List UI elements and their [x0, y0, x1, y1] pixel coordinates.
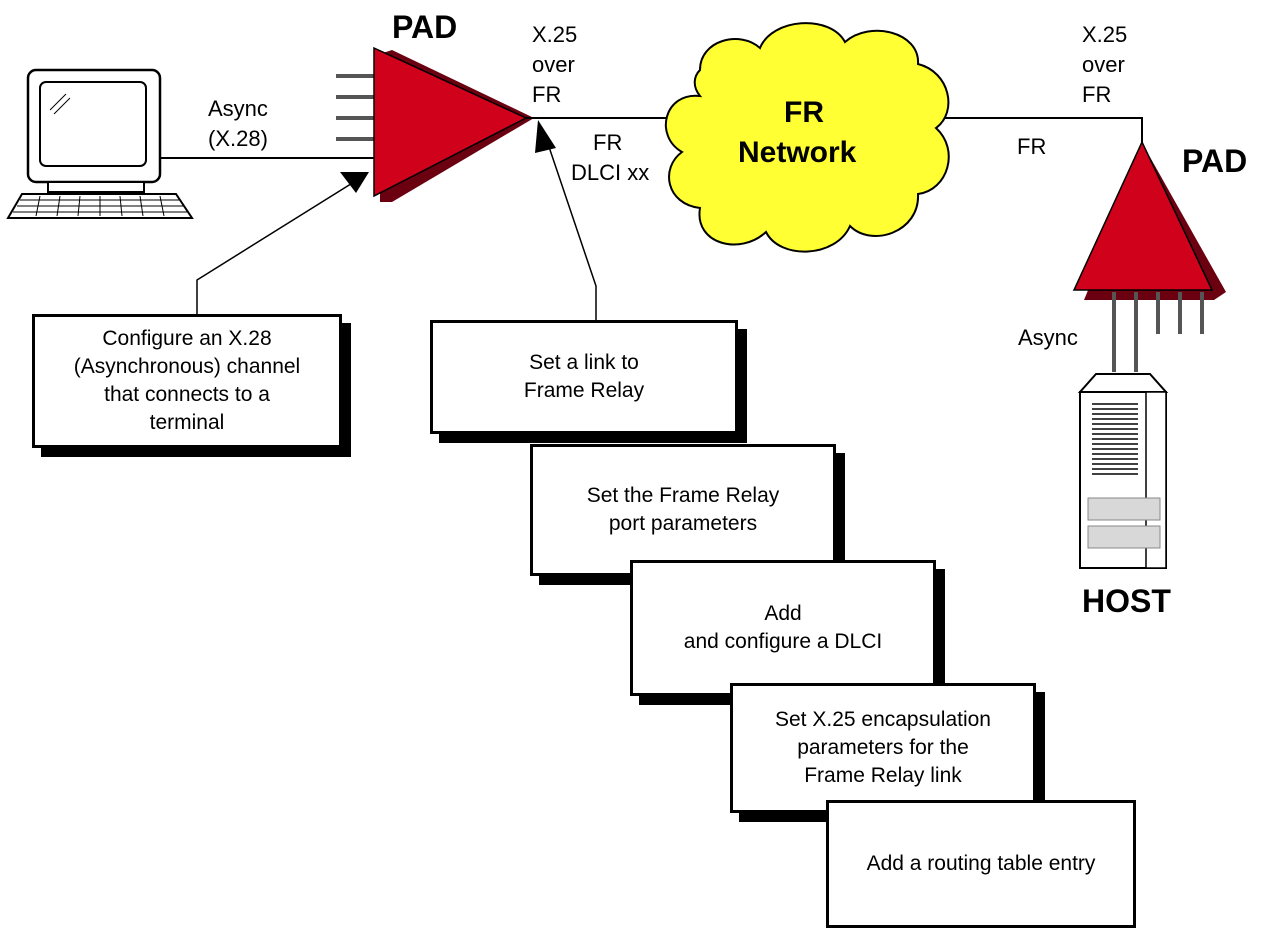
set-port-box: Set the Frame Relay port parameters	[530, 444, 836, 576]
add-route-text: Add a routing table entry	[866, 852, 1096, 875]
callout-link-line	[535, 120, 597, 320]
configure-x28-text: Configure an X.28 (Asynchronous) channel…	[73, 327, 301, 434]
add-route-box: Add a routing table entry	[826, 800, 1136, 928]
x25-left-label-3: FR	[532, 82, 561, 107]
pad-right-ports	[1112, 292, 1204, 372]
fr-dlci-label-2: DLCI xx	[571, 160, 649, 185]
fr-link-right	[945, 117, 1143, 148]
terminal-icon	[6, 68, 194, 219]
set-port-text: Set the Frame Relay port parameters	[586, 484, 780, 535]
host-label: HOST	[1082, 583, 1171, 619]
x25-right-label-1: X.25	[1082, 22, 1127, 47]
callout-configure-line	[196, 172, 369, 314]
set-encap-text: Set X.25 encapsulation parameters for th…	[775, 708, 991, 787]
async-right-label: Async	[1018, 325, 1078, 350]
add-dlci-text: Add and configure a DLCI	[683, 602, 883, 653]
cloud-label-2: Network	[738, 136, 857, 169]
x25-left-label-1: X.25	[532, 22, 577, 47]
add-dlci-box: Add and configure a DLCI	[630, 560, 936, 696]
pad-left-label: PAD	[392, 9, 457, 45]
pad-right-label: PAD	[1182, 143, 1247, 179]
pad-right-icon	[1072, 140, 1226, 300]
x25-right-label-2: over	[1082, 52, 1125, 77]
x25-left-label-2: over	[532, 52, 575, 77]
set-link-text: Set a link to Frame Relay	[523, 351, 645, 402]
cloud-label-1: FR	[784, 96, 824, 129]
set-link-box: Set a link to Frame Relay	[430, 320, 738, 434]
pad-left-ports	[336, 74, 376, 141]
set-encap-box: Set X.25 encapsulation parameters for th…	[730, 683, 1036, 813]
fr-network-cloud	[664, 22, 950, 253]
fr-dlci-label-1: FR	[593, 130, 622, 155]
fr-right-label: FR	[1017, 134, 1046, 159]
async-x28-label-1: Async	[208, 96, 268, 121]
configure-x28-box: Configure an X.28 (Asynchronous) channel…	[32, 314, 342, 448]
async-x28-label-2: (X.28)	[208, 126, 268, 151]
x25-right-label-3: FR	[1082, 82, 1111, 107]
host-icon	[1077, 373, 1169, 569]
pad-left-icon	[373, 46, 534, 202]
